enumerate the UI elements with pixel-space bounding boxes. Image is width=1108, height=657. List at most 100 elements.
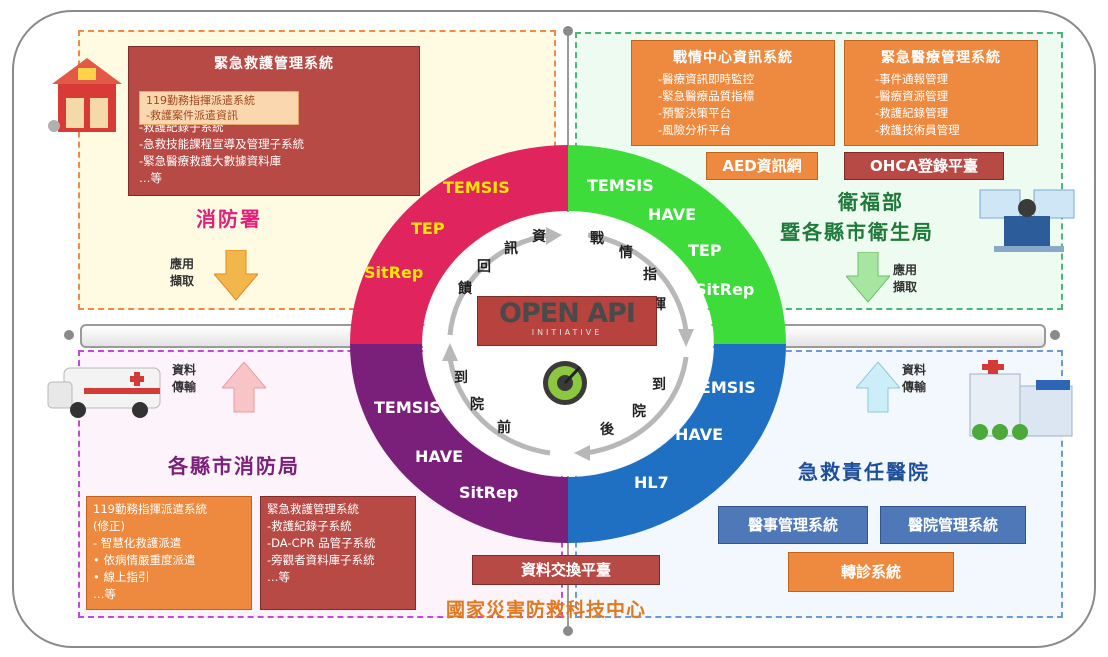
ring-segment-purple (350, 344, 568, 543)
aed-network-box: AED資訊網 (706, 152, 818, 180)
ring-segment-red (350, 145, 568, 344)
hospital-building-icon (969, 360, 1073, 440)
data-transfer-label-left: 資料 傳輸 (172, 362, 196, 396)
dispatch-subsystem-line1: 119勤務指揮派遣系統 (146, 94, 255, 107)
ring-label-br-temsis: TEMSIS (689, 378, 756, 397)
inner-char: 到 (652, 377, 666, 393)
arrow-label-line: 資料 (902, 363, 927, 377)
ring-label-tr-sitrep: SitRep (695, 280, 755, 299)
inner-char: 戰 (590, 231, 604, 247)
emergency-medical-list: -事件通報管理 -醫療資源管理 -救護紀錄管理 -救護技術員管理 (875, 71, 1037, 139)
county-rescue-system-box: 緊急救護管理系統 -救護紀錄子系統 -DA-CPR 品管子系統 -旁觀者資料庫子… (260, 496, 416, 610)
apply-extract-label-left: 應用 擷取 (170, 256, 194, 290)
list-item: -救護技術員管理 (875, 123, 960, 137)
divider-dot-left (64, 330, 74, 340)
ring-label-tl-sitrep: SitRep (364, 263, 424, 282)
ambulance-icon (47, 367, 161, 418)
county-rescue-list: 緊急救護管理系統 -救護紀錄子系統 -DA-CPR 品管子系統 -旁觀者資料庫子… (267, 501, 415, 586)
list-item: …等 (139, 171, 162, 185)
dispatch-system-list: 119勤務指揮派遣系統 (修正) - 智慧化救護派遣 • 依病情嚴重度派遣 • … (93, 501, 251, 603)
list-item: 119勤務指揮派遣系統 (93, 502, 207, 516)
dispatch-subsystem-line2: -救護案件派遣資訊 (146, 109, 238, 122)
list-item: • 依病情嚴重度派遣 (93, 553, 196, 567)
ring-label-bl-temsis: TEMSIS (374, 398, 441, 417)
up-arrow-icon (222, 362, 266, 413)
arrow-label-line: 傳輸 (172, 380, 197, 394)
data-transfer-label-right: 資料 傳輸 (902, 362, 926, 396)
ring-label-bl-have: HAVE (415, 447, 463, 466)
divider-dot-right (1050, 330, 1060, 340)
war-room-system-title: 戰情中心資訊系統 (673, 50, 793, 66)
ring-label-tl-temsis: TEMSIS (443, 178, 510, 197)
list-item: -醫療資源管理 (875, 89, 949, 103)
monitor-workstation-icon (979, 189, 1075, 252)
up-arrow-icon (856, 362, 900, 413)
ring-label-br-have: HAVE (675, 425, 723, 444)
hospital-label: 急救責任醫院 (798, 460, 930, 484)
list-item: -急救技能課程宣導及管理子系統 (139, 137, 305, 151)
list-item: -醫療資訊即時監控 (658, 72, 755, 86)
medical-affairs-system-box: 醫事管理系統 (718, 506, 868, 544)
list-item: -旁觀者資料庫子系統 (267, 553, 375, 567)
list-item: -緊急醫療品質指標 (658, 89, 755, 103)
open-api-subtitle: INITIATIVE (531, 328, 603, 337)
divider-dot-top (563, 26, 573, 36)
arrow-label-line: 資料 (172, 363, 197, 377)
list-item: -風險分析平台 (658, 123, 732, 137)
list-item: -DA-CPR 品管子系統 (267, 536, 376, 550)
arrow-label-line: 擷取 (170, 274, 195, 288)
war-room-system-box: 戰情中心資訊系統 -醫療資訊即時監控 -緊急醫療品質指標 -預警決策平台 -風險… (631, 40, 835, 146)
emergency-medical-system-box: 緊急醫療管理系統 -事件通報管理 -醫療資源管理 -救護紀錄管理 -救護技術員管… (844, 40, 1038, 146)
arrow-label-line: 擷取 (893, 280, 918, 294)
open-api-title: OPEN API (499, 298, 636, 329)
health-ministry-sub-label: 暨各縣市衛生局 (780, 220, 934, 244)
emergency-rescue-system-box: 緊急救護管理系統 119勤務指揮派遣系統 -救護案件派遣資訊 -救護紀錄子系統 … (128, 46, 420, 196)
down-arrow-icon (846, 252, 890, 303)
list-item: • 線上指引 (93, 570, 150, 584)
ring-label-tl-tep: TEP (411, 219, 445, 238)
data-exchange-platform-box: 資料交換平臺 (472, 555, 660, 585)
inner-char: 情 (619, 245, 633, 261)
arrow-label-line: 應用 (170, 257, 195, 271)
ohca-platform-box: OHCA登錄平臺 (844, 152, 1004, 180)
dispatch-system-box: 119勤務指揮派遣系統 (修正) - 智慧化救護派遣 • 依病情嚴重度派遣 • … (86, 496, 252, 610)
hospital-management-system-box: 醫院管理系統 (880, 506, 1026, 544)
inner-char: 訊 (504, 241, 518, 257)
list-item: -預警決策平台 (658, 106, 732, 120)
list-item: (修正) (93, 519, 125, 533)
emergency-rescue-system-title: 緊急救護管理系統 (214, 56, 334, 72)
inner-char: 到 (454, 370, 468, 386)
list-item: -緊急醫療救護大數據資料庫 (139, 154, 282, 168)
list-item: - 智慧化救護派遣 (93, 536, 182, 550)
inner-char: 院 (470, 397, 484, 413)
list-item: -事件通報管理 (875, 72, 949, 86)
list-item: 緊急救護管理系統 (267, 502, 359, 516)
inner-char: 前 (497, 420, 511, 436)
list-item: …等 (267, 570, 290, 584)
dispatch-subsystem-box: 119勤務指揮派遣系統 -救護案件派遣資訊 (139, 91, 299, 125)
list-item: -救護紀錄子系統 (267, 519, 352, 533)
arrow-label-line: 應用 (893, 263, 918, 277)
list-item: …等 (93, 587, 116, 601)
war-room-list: -醫療資訊即時監控 -緊急醫療品質指標 -預警決策平台 -風險分析平台 (658, 71, 834, 139)
ring-label-tr-temsis: TEMSIS (587, 176, 654, 195)
county-fire-label: 各縣市消防局 (168, 454, 300, 478)
ring-label-tr-have: HAVE (648, 205, 696, 224)
inner-char: 院 (632, 404, 646, 420)
ring-label-tr-tep: TEP (688, 241, 722, 260)
divider-dot-bottom (563, 626, 573, 636)
referral-system-box: 轉診系統 (788, 552, 954, 592)
ncdr-label: 國家災害防救科技中心 (446, 599, 647, 621)
health-ministry-label: 衛福部 (838, 190, 904, 214)
fire-station-icon (48, 58, 122, 132)
inner-char: 饋 (458, 281, 472, 297)
inner-char: 後 (600, 422, 614, 438)
fire-agency-label: 消防署 (196, 207, 262, 231)
down-arrow-icon (214, 250, 258, 301)
inner-char: 指 (643, 267, 657, 283)
ring-segment-blue (568, 344, 786, 543)
inner-char: 回 (477, 259, 491, 275)
inner-char: 資 (532, 229, 546, 245)
arrow-label-line: 傳輸 (902, 380, 927, 394)
apply-extract-label-right: 應用 擷取 (893, 262, 917, 296)
